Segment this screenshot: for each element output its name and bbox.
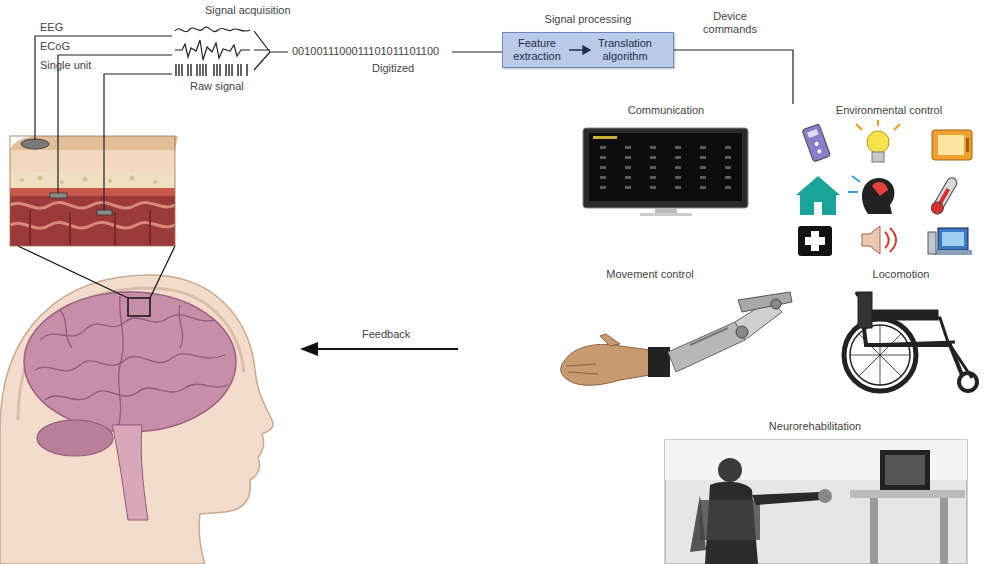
stage-label: Raw signal: [190, 80, 244, 93]
zoom-square: [128, 298, 150, 316]
connector: [674, 50, 793, 104]
single-unit-trace: [176, 64, 247, 76]
digits-to-processing: [452, 51, 502, 52]
rehab-photo: [665, 440, 967, 564]
device-heading: Environmental control: [790, 104, 988, 117]
tissue-block: [10, 136, 178, 246]
stage-label: Device commands: [694, 10, 766, 36]
wheelchair-device: Locomotion: [815, 268, 987, 398]
device-heading: Communication: [580, 104, 752, 117]
brain: [24, 292, 236, 432]
monitor: [583, 128, 748, 216]
single-unit-lead: [104, 74, 172, 210]
zoom-line: [150, 246, 175, 298]
device-heading: Locomotion: [815, 268, 987, 281]
ecog-electrode: [50, 193, 67, 198]
inner-arrow: [568, 45, 592, 55]
brainstem: [112, 425, 148, 520]
bit-stream: 0010011100011101011101100: [292, 45, 439, 58]
environment-device: Environmental control: [790, 104, 988, 258]
wheelchair: [844, 292, 977, 391]
signal-bracket: [254, 31, 288, 70]
head-profile: [0, 275, 273, 564]
rehab-device: Neurorehabilitation: [660, 420, 970, 564]
environment-icons: [796, 120, 972, 256]
ecog-lead: [58, 55, 172, 193]
zoom-line: [18, 246, 128, 298]
brain-folds: [35, 296, 228, 428]
signal-name: EEG: [40, 21, 63, 34]
signal-name: ECoG: [40, 40, 70, 53]
communication-device: Communication: [580, 104, 752, 218]
process-step: Translation algorithm: [595, 37, 655, 63]
prosthetic-arm: [561, 292, 792, 385]
cerebellum: [37, 420, 113, 456]
eeg-trace: [175, 27, 250, 32]
device-heading: Movement control: [560, 268, 740, 281]
signal-name: Single unit: [40, 59, 91, 72]
prosthetic-device: Movement control: [560, 268, 740, 403]
single-unit-electrode: [97, 210, 112, 215]
process-step: Feature extraction: [509, 37, 565, 63]
section-heading: Signal processing: [483, 13, 693, 26]
eeg-electrode: [21, 139, 49, 149]
device-heading: Neurorehabilitation: [660, 420, 970, 433]
feedback-arrow: [300, 342, 458, 356]
feedback-label: Feedback: [362, 328, 410, 341]
ecog-trace: [175, 40, 250, 60]
processing-box: Signal processingFeature extractionTrans…: [502, 32, 674, 68]
stage-label: Signal acquisition: [205, 4, 291, 17]
stage-label: Digitized: [372, 62, 414, 75]
